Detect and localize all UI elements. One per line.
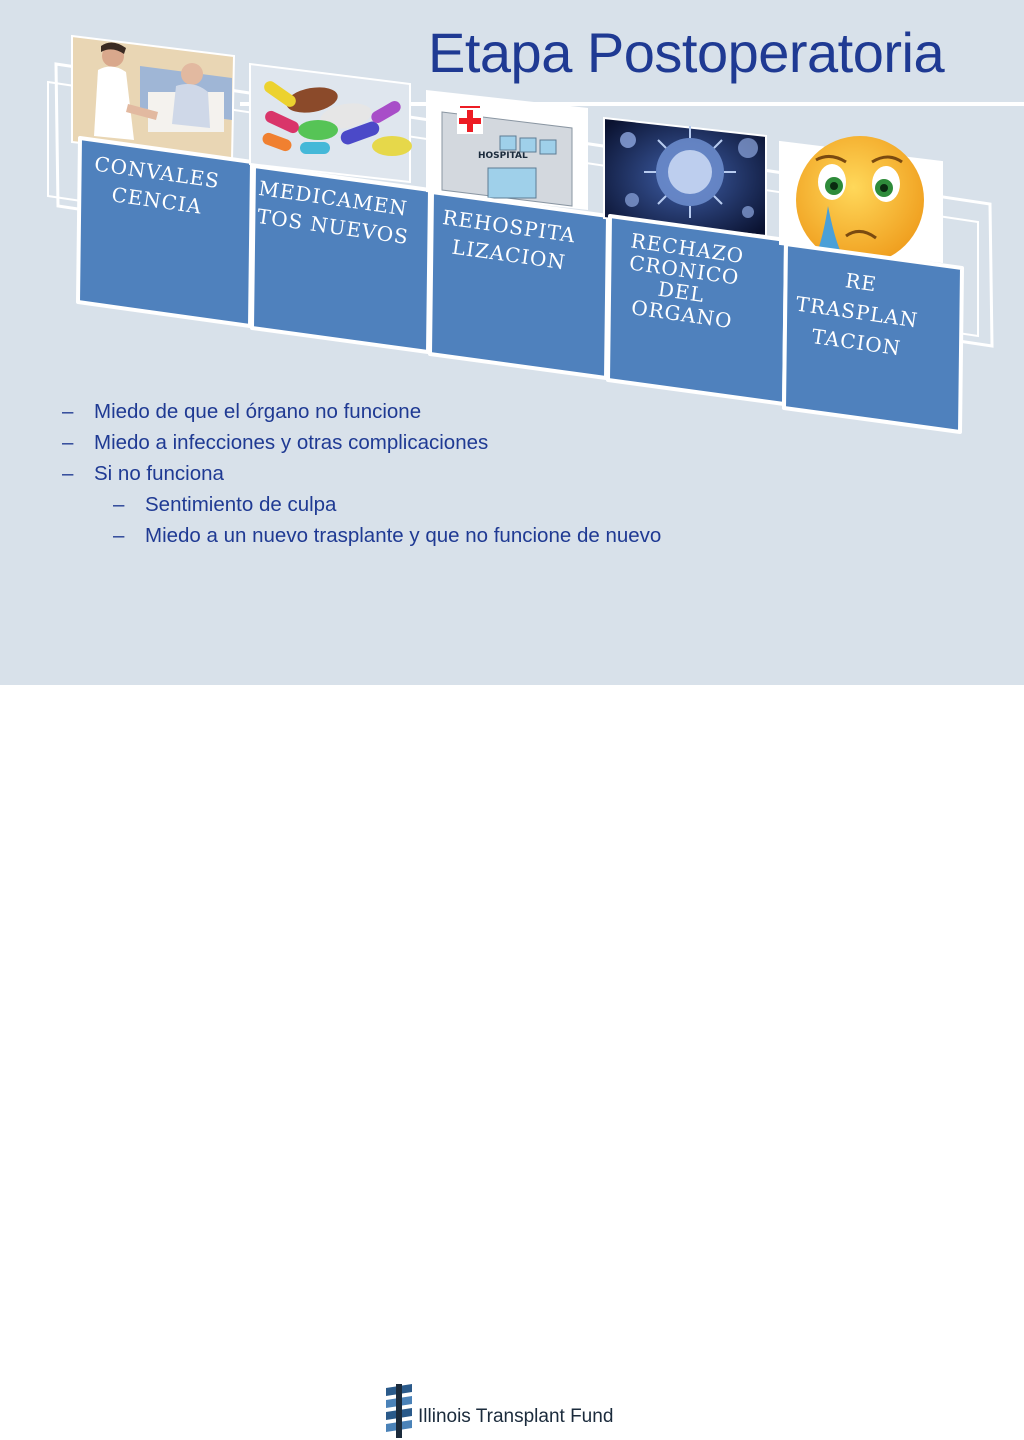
bullet-dash: –	[62, 431, 74, 454]
step-card-3: HOSPITAL REHOSPITA LIZACION	[426, 90, 610, 380]
step-card-1-panel	[76, 136, 254, 328]
bullet-item: –Miedo de que el órgano no funcione	[62, 396, 661, 427]
bullet-text: Sentimiento de culpa	[145, 493, 337, 516]
step-card-1: CONVALES CENCIA	[71, 34, 254, 328]
bullet-text: Miedo de que el órgano no funcione	[94, 400, 422, 423]
step-card-5-panel	[782, 242, 964, 434]
bullet-text: Si no funciona	[94, 462, 224, 485]
bullet-dash: –	[113, 524, 125, 547]
crying-face-icon	[779, 136, 943, 264]
bullet-dash: –	[62, 462, 74, 485]
bullet-dash: –	[62, 400, 74, 423]
hospital-sign-text: HOSPITAL	[478, 151, 528, 161]
step-card-5: RE TRASPLAN TACION	[779, 136, 964, 434]
bullet-dash: –	[113, 493, 125, 516]
step-card-4: RECHAZO CRONICO DEL ORGANO	[603, 116, 788, 406]
slide-title: Etapa Postoperatoria	[428, 21, 945, 84]
slide: Etapa Postoperatoria	[0, 0, 1024, 685]
bullet-item: –Miedo a infecciones y otras complicacio…	[62, 427, 661, 458]
footer: Illinois Transplant Fund	[0, 685, 1024, 1438]
step-card-2: MEDICAMEN TOS NUEVOS	[249, 62, 432, 354]
bullet-text: Miedo a infecciones y otras complicacion…	[94, 431, 489, 454]
process-graphic: CONVALES CENCIA MEDICAMEN	[47, 34, 994, 434]
bullet-list: –Miedo de que el órgano no funcione –Mie…	[62, 396, 661, 551]
pills-icon	[249, 62, 412, 184]
illinois-transplant-fund-logo-icon	[386, 1384, 412, 1438]
virus-icon	[603, 116, 767, 238]
step-card-2-panel	[250, 164, 432, 354]
sub-bullet-item: –Miedo a un nuevo trasplante y que no fu…	[62, 520, 661, 551]
hospital-icon: HOSPITAL	[426, 90, 588, 210]
title-rule	[240, 102, 1024, 106]
step-card-3-panel	[428, 190, 610, 380]
bullet-item: –Si no funciona	[62, 458, 661, 489]
sub-bullet-item: –Sentimiento de culpa	[62, 489, 661, 520]
nurse-patient-photo-icon	[71, 34, 236, 162]
footer-logo-text: Illinois Transplant Fund	[418, 1406, 614, 1427]
bullet-text: Miedo a un nuevo trasplante y que no fun…	[145, 524, 662, 547]
